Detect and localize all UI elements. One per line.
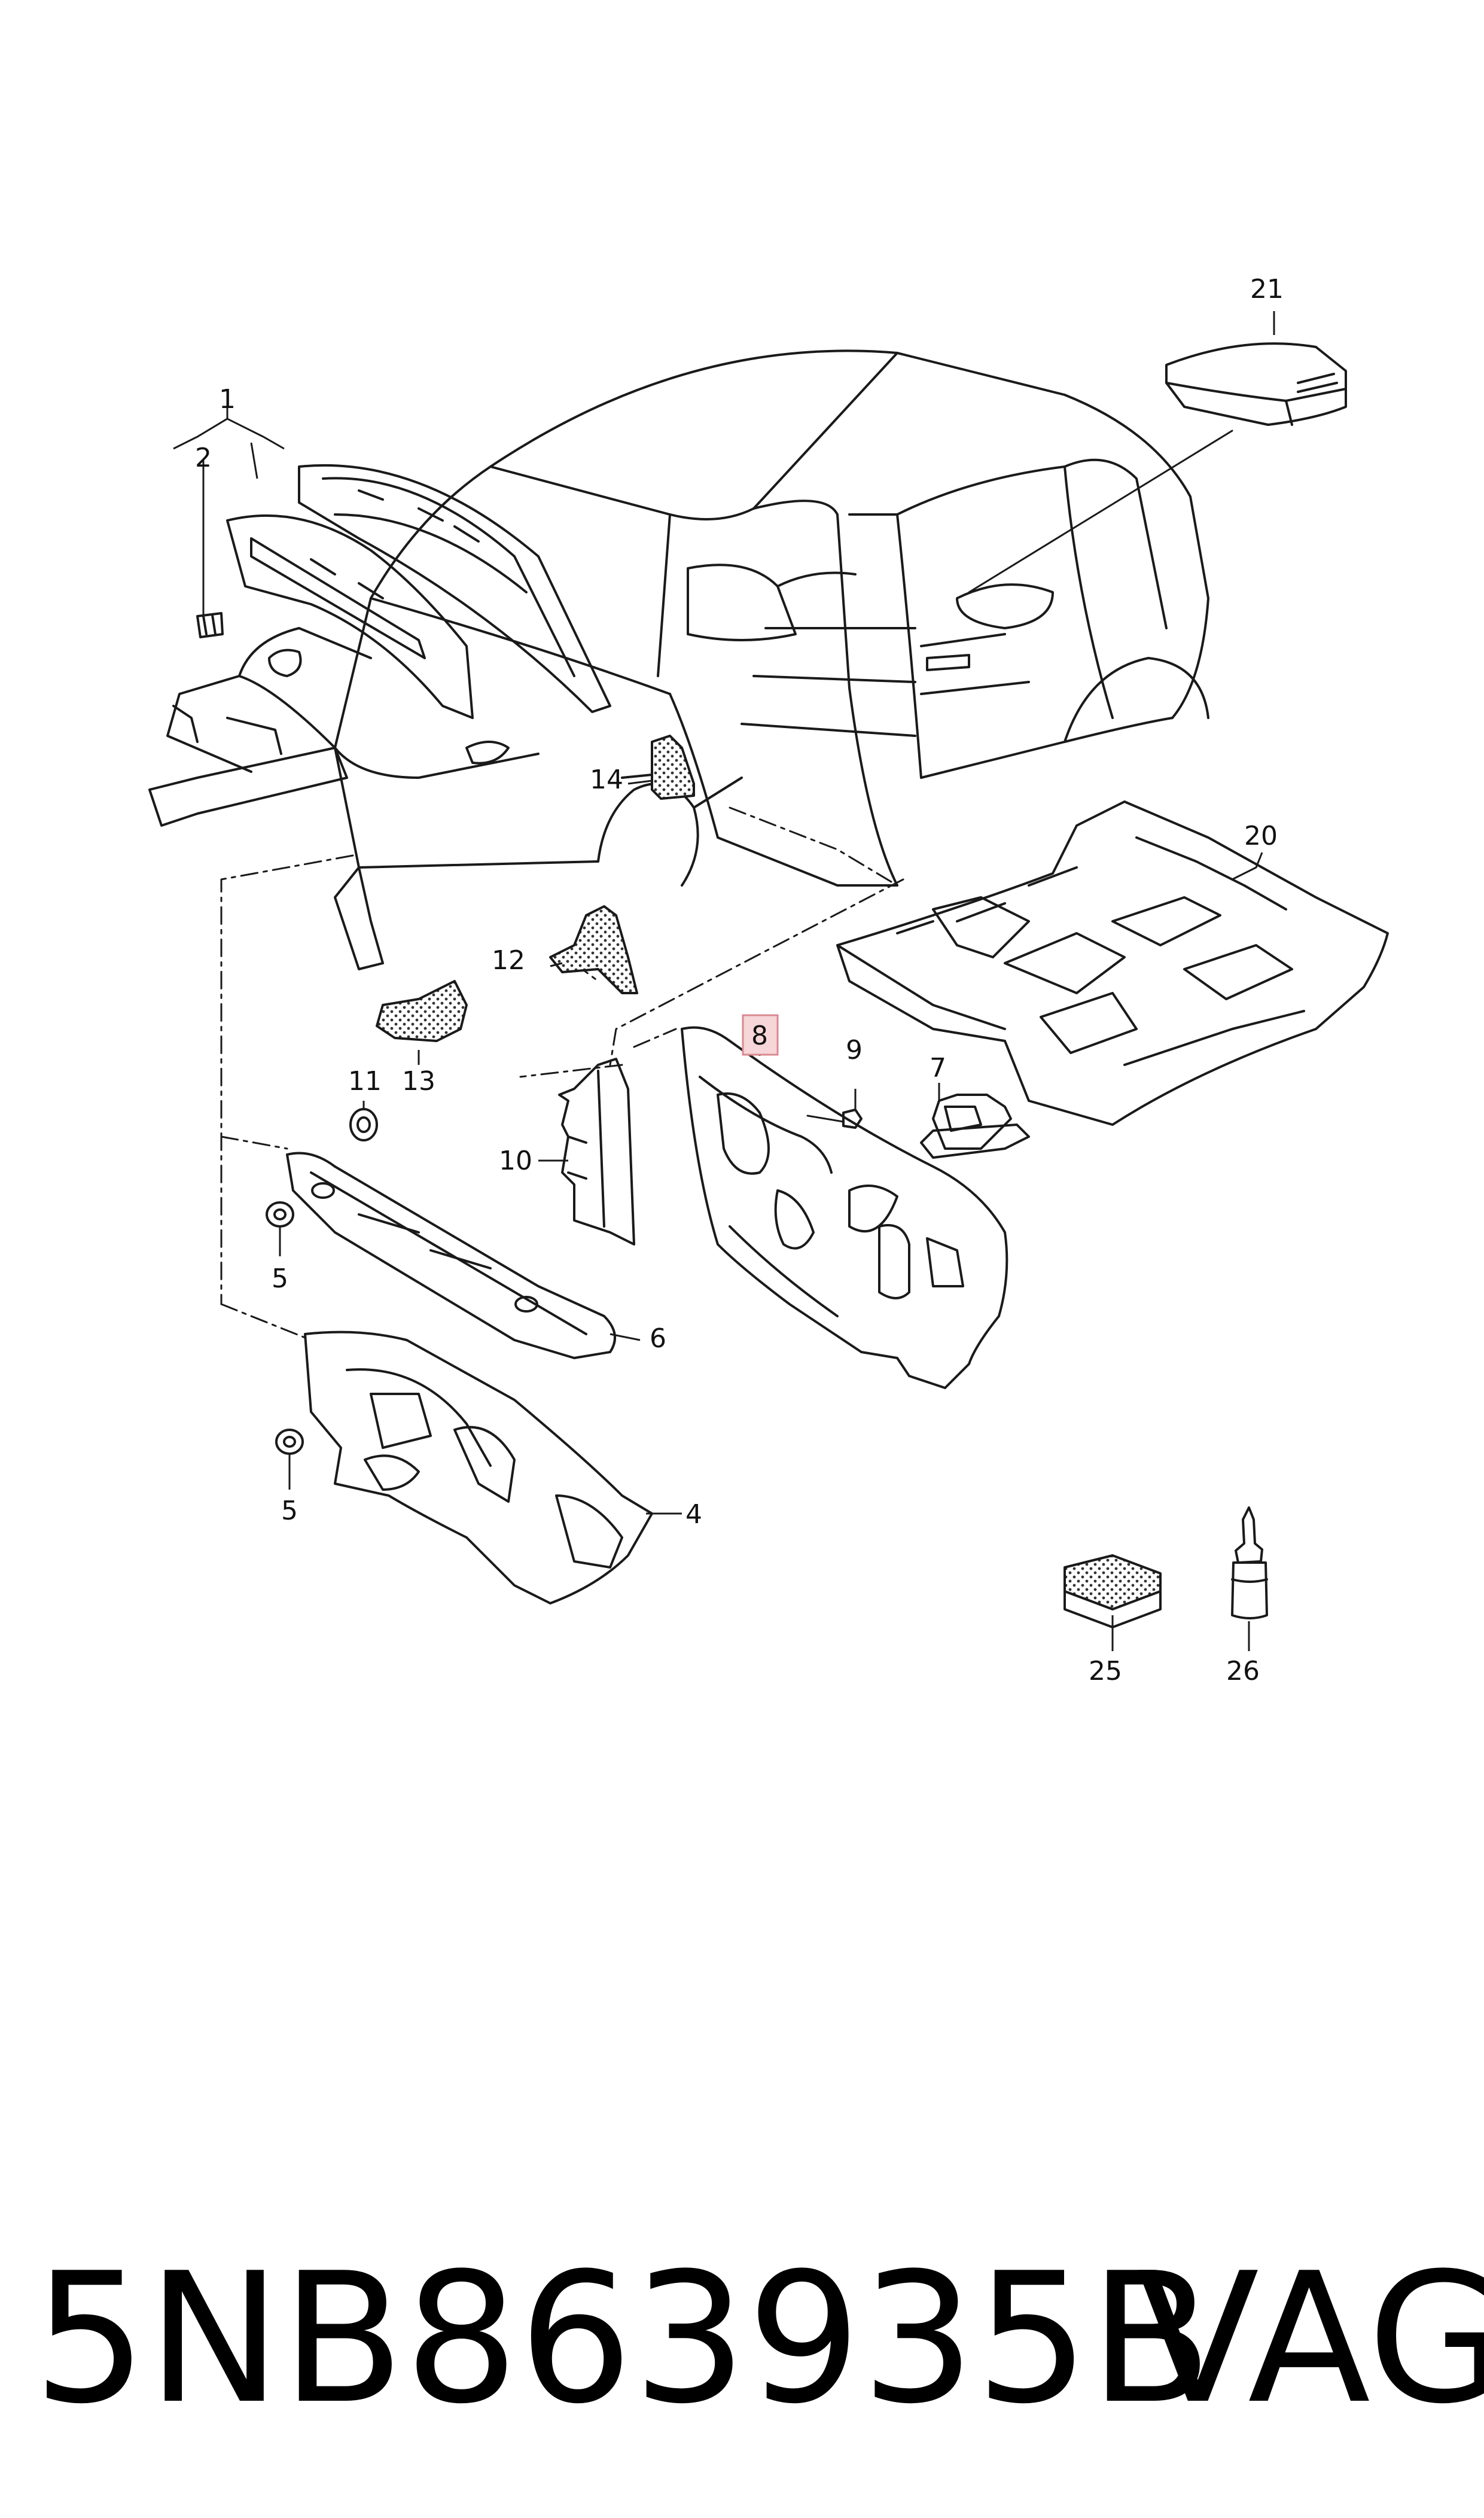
callout-26: 26 bbox=[1226, 1656, 1260, 1686]
callout-1: 1 bbox=[219, 384, 236, 415]
callout-7: 7 bbox=[930, 1053, 946, 1083]
dash-insulation-inner bbox=[304, 1330, 653, 1604]
clip-part bbox=[196, 612, 224, 638]
cross-member-insulation bbox=[286, 1152, 616, 1359]
callout-11: 11 bbox=[348, 1066, 382, 1097]
callout-leaders bbox=[173, 311, 1275, 1651]
callout-5a: 5 bbox=[272, 1263, 288, 1294]
trunk-mat bbox=[968, 342, 1347, 593]
callout-13: 13 bbox=[402, 1066, 435, 1097]
floor-carpet bbox=[836, 800, 1389, 1126]
callout-labels: 1 2 4 5 5 6 7 8 9 10 11 12 13 14 20 21 2… bbox=[195, 274, 1284, 1686]
callout-5b: 5 bbox=[281, 1496, 298, 1526]
callout-9: 9 bbox=[846, 1035, 863, 1065]
callout-14: 14 bbox=[590, 765, 623, 795]
part-number: 5NB863935B bbox=[33, 2234, 1213, 2443]
callout-21: 21 bbox=[1250, 274, 1284, 305]
side-panel-insulation bbox=[558, 1058, 635, 1246]
vehicle-body-outline bbox=[148, 349, 1209, 970]
callout-4: 4 bbox=[685, 1499, 702, 1530]
foam-block-12 bbox=[549, 905, 638, 994]
callout-8: 8 bbox=[751, 1021, 768, 1051]
foam-block-13 bbox=[376, 980, 468, 1042]
highlight-box-8 bbox=[742, 1014, 779, 1056]
foam-block-14 bbox=[651, 735, 695, 800]
hood-insulation bbox=[226, 464, 611, 719]
nut-part bbox=[806, 1109, 863, 1129]
brand-label: VAG bbox=[1136, 2234, 1484, 2443]
dash-insulation-main bbox=[681, 1026, 1008, 1389]
callout-2: 2 bbox=[195, 443, 212, 473]
bracket-part bbox=[920, 1094, 1030, 1159]
nut-part-11 bbox=[349, 1108, 378, 1141]
assembly-dashed-lines bbox=[220, 806, 904, 1341]
adhesive-bottle bbox=[1231, 1506, 1268, 1619]
callout-10: 10 bbox=[499, 1146, 532, 1176]
washer-part bbox=[266, 1201, 304, 1455]
callout-20: 20 bbox=[1244, 821, 1278, 851]
callout-12: 12 bbox=[492, 945, 525, 976]
parts-diagram: 1 2 4 5 5 6 7 8 9 10 11 12 13 14 20 21 2… bbox=[148, 274, 1389, 1686]
callout-6: 6 bbox=[650, 1323, 666, 1354]
callout-25: 25 bbox=[1089, 1656, 1122, 1686]
